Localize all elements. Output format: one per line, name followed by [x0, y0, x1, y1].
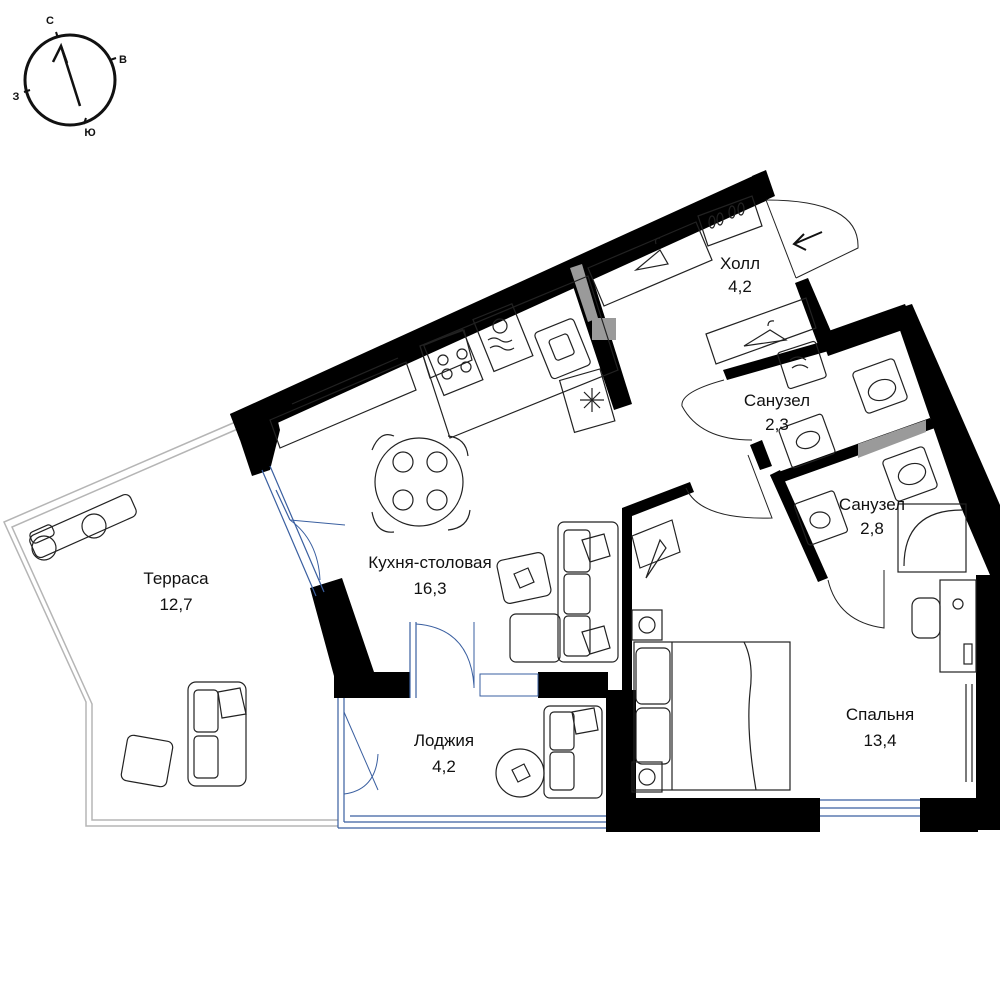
kitchen-sofa	[496, 521, 619, 663]
room-name-kitchen: Кухня-столовая	[368, 553, 491, 572]
entry-arrow-icon	[792, 231, 823, 251]
room-name-bath2: Санузел	[839, 495, 905, 514]
loggia-glazing	[337, 690, 608, 829]
exercise-bike-icon	[29, 493, 137, 561]
compass-east-label: В	[119, 54, 127, 66]
terrace-furniture	[29, 493, 247, 788]
room-name-loggia: Лоджия	[414, 731, 474, 750]
entry-door	[765, 199, 859, 279]
snowflake-icon	[580, 388, 604, 412]
room-area-bath2: 2,8	[860, 519, 884, 538]
kitchen-units	[269, 275, 619, 449]
interior-doors	[681, 379, 885, 629]
hanger-icon	[633, 237, 669, 272]
compass: С В Ю З	[13, 15, 127, 139]
walls	[230, 170, 1000, 832]
room-area-kitchen: 16,3	[413, 579, 446, 598]
slippers-icon	[708, 202, 745, 229]
loggia-furniture	[495, 705, 603, 799]
compass-south-label: Ю	[84, 127, 95, 139]
room-area-hall: 4,2	[728, 277, 752, 296]
terrace-door	[261, 465, 346, 597]
room-name-terrace: Терраса	[143, 569, 209, 588]
room-area-loggia: 4,2	[432, 757, 456, 776]
room-name-bath1: Санузел	[744, 391, 810, 410]
hall-wardrobe	[587, 195, 817, 365]
hanger-icon-2	[743, 320, 788, 347]
room-name-hall: Холл	[720, 254, 760, 273]
room-area-bedroom: 13,4	[863, 731, 896, 750]
bath1-fixtures	[777, 340, 908, 469]
bedroom-furniture	[631, 519, 977, 793]
dining-table	[371, 434, 471, 533]
room-area-bath1: 2,3	[765, 415, 789, 434]
compass-north-label: С	[46, 15, 54, 27]
room-labels: Холл 4,2 Санузел 2,3 Санузел 2,8 Кухня-с…	[143, 254, 914, 776]
room-name-bedroom: Спальня	[846, 705, 914, 724]
bedroom-window	[820, 799, 920, 817]
compass-west-label: З	[13, 91, 20, 103]
terrace-outline	[3, 419, 338, 827]
loggia-door	[343, 622, 539, 795]
room-area-terrace: 12,7	[159, 595, 192, 614]
bath2-fixtures	[793, 446, 967, 573]
